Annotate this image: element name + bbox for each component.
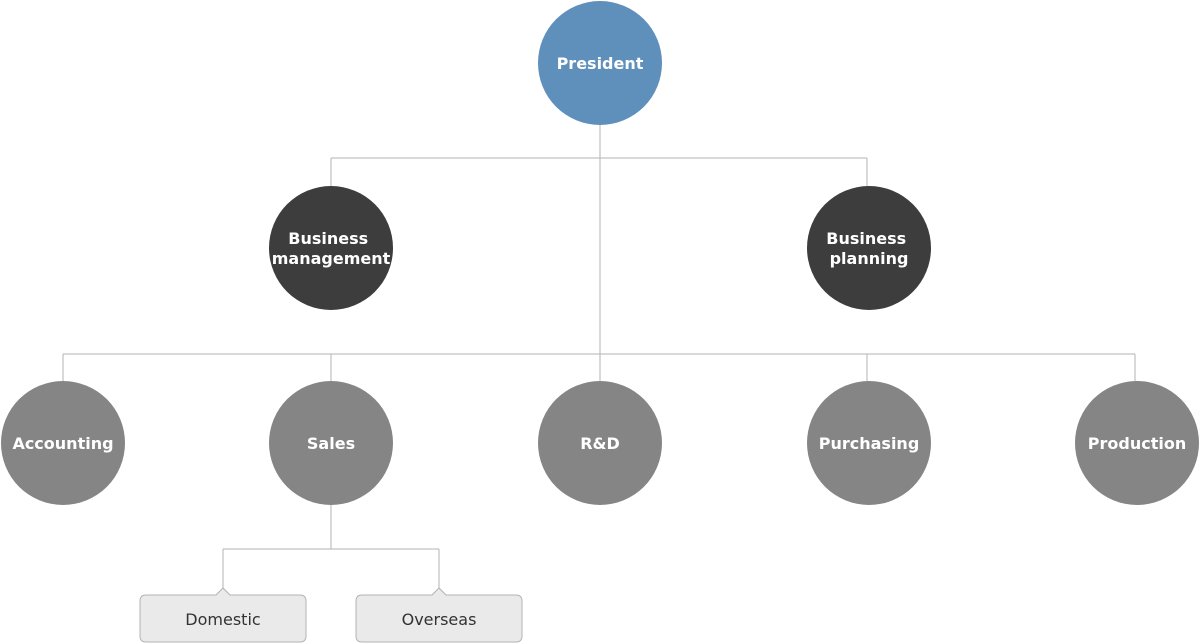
business-management-label-line1: Business [288,229,368,248]
node-business-management: Business management [269,186,393,310]
sales-label: Sales [307,434,355,453]
node-domestic: Domestic [139,587,307,643]
business-planning-circle [807,186,931,310]
purchasing-circle [807,381,931,505]
purchasing-label: Purchasing [819,434,920,453]
business-planning-label-line1: Business [826,229,906,248]
production-circle [1075,381,1199,505]
accounting-label: Accounting [12,434,113,453]
connector-lines [62,125,1136,588]
overseas-box [355,587,523,643]
node-business-planning: Business planning [807,186,931,310]
node-sales: Sales [269,381,393,505]
domestic-label: Domestic [185,610,260,629]
accounting-circle [1,381,125,505]
node-purchasing: Purchasing [807,381,931,505]
rnd-circle [538,381,662,505]
business-planning-label: Business planning [826,229,911,268]
business-management-label: Business management [272,229,391,268]
business-management-label-line2: management [272,249,391,268]
node-president: President [538,1,662,125]
node-production: Production [1075,381,1199,505]
business-planning-label-line2: planning [830,249,909,268]
domestic-box [139,587,307,643]
president-label: President [557,54,644,73]
business-management-circle [269,186,393,310]
production-label: Production [1088,434,1186,453]
sales-circle [269,381,393,505]
overseas-label: Overseas [402,610,477,629]
node-rnd: R&D [538,381,662,505]
node-accounting: Accounting [1,381,125,505]
rnd-label: R&D [580,434,620,453]
node-overseas: Overseas [355,587,523,643]
president-circle [538,1,662,125]
